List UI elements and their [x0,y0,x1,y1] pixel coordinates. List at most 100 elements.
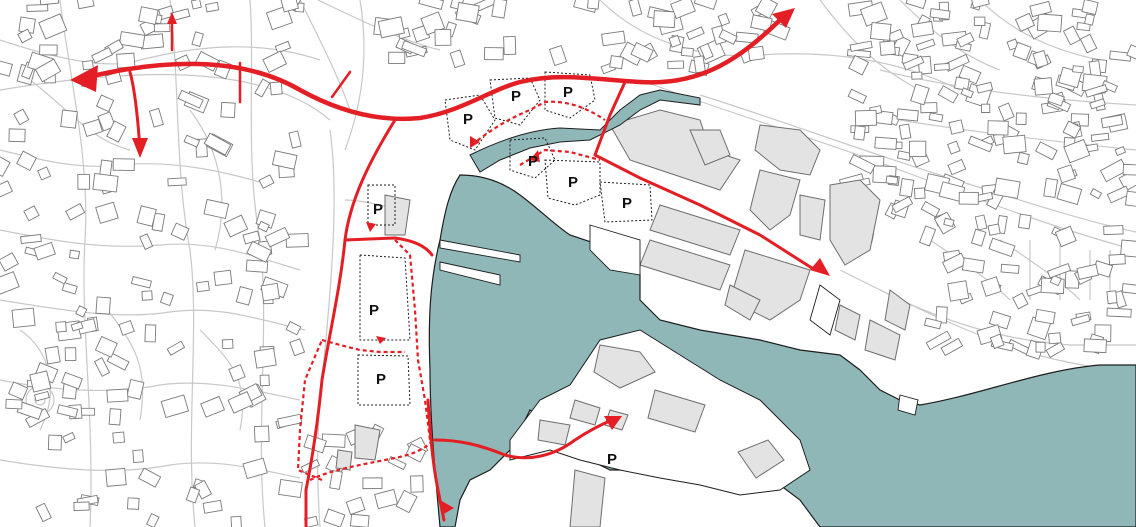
building [1029,0,1052,18]
building [126,378,145,400]
building [260,282,281,302]
building [39,44,58,56]
parking-label-10: P [607,451,617,468]
route-arrowheads [70,8,830,515]
building [183,134,201,148]
building [1032,50,1049,69]
building [1015,112,1027,125]
building [0,180,13,200]
building [106,388,129,403]
building [975,81,994,94]
building [987,223,1001,236]
building [1084,13,1095,26]
building [1076,21,1091,32]
building [630,41,654,63]
building [112,158,135,172]
building [242,457,268,480]
building [869,21,892,41]
building [350,513,370,527]
building [1103,225,1124,236]
building [891,196,914,214]
building [97,111,116,132]
building [956,32,975,48]
building [228,364,246,382]
parking-lot-outlines [357,71,653,406]
east-harbor-route [593,80,817,272]
building [997,102,1015,122]
building [5,398,23,410]
building [323,508,346,527]
building [1062,120,1082,139]
building [1014,12,1036,32]
building [685,26,705,41]
parking-label-3: P [563,84,573,101]
arrowhead-lot-harbor [530,150,540,162]
building [141,290,153,301]
building [68,249,80,260]
building [203,198,230,220]
building [1070,314,1091,327]
building [258,174,275,189]
building [943,217,955,228]
building [846,49,872,59]
building [170,222,190,241]
building [920,102,938,114]
building [947,158,967,176]
building [227,391,254,414]
building [138,467,162,488]
building [65,203,86,221]
building [455,1,480,24]
building [395,489,418,514]
building [60,109,78,129]
building [1062,25,1081,46]
arrowhead-north [167,12,177,24]
building [70,321,84,332]
building [0,155,11,178]
building [854,109,877,127]
building [670,0,696,20]
building [1108,253,1126,266]
building [106,120,127,143]
building [153,23,171,33]
building [1049,274,1062,287]
building [116,52,136,69]
building [911,71,923,80]
building [33,390,50,402]
building [1012,292,1029,310]
building [948,119,965,135]
building [405,443,427,463]
building [246,240,273,263]
building [1106,185,1131,204]
building [885,175,899,185]
arrowhead-lot-south [376,336,386,344]
building [95,201,119,224]
arrowhead-peninsula [604,416,622,430]
building [1100,114,1124,129]
building [75,0,95,10]
building [55,321,67,333]
parking-label-1: P [463,111,473,128]
building [628,0,643,17]
building [1035,141,1058,161]
building [20,234,42,244]
building [202,499,223,514]
building [388,51,406,64]
building [1081,0,1099,16]
parking-label-7: P [373,201,383,218]
building [1063,138,1091,164]
building [848,54,870,76]
building [410,475,424,493]
building [95,94,115,113]
building [918,225,937,247]
building [23,205,40,222]
arrowhead-west [70,65,98,92]
building [132,449,144,464]
building [253,425,270,443]
building [33,241,56,261]
building [750,14,773,32]
building [288,130,302,149]
building [601,30,626,47]
building [981,103,991,113]
building [118,320,135,336]
building [434,29,452,46]
